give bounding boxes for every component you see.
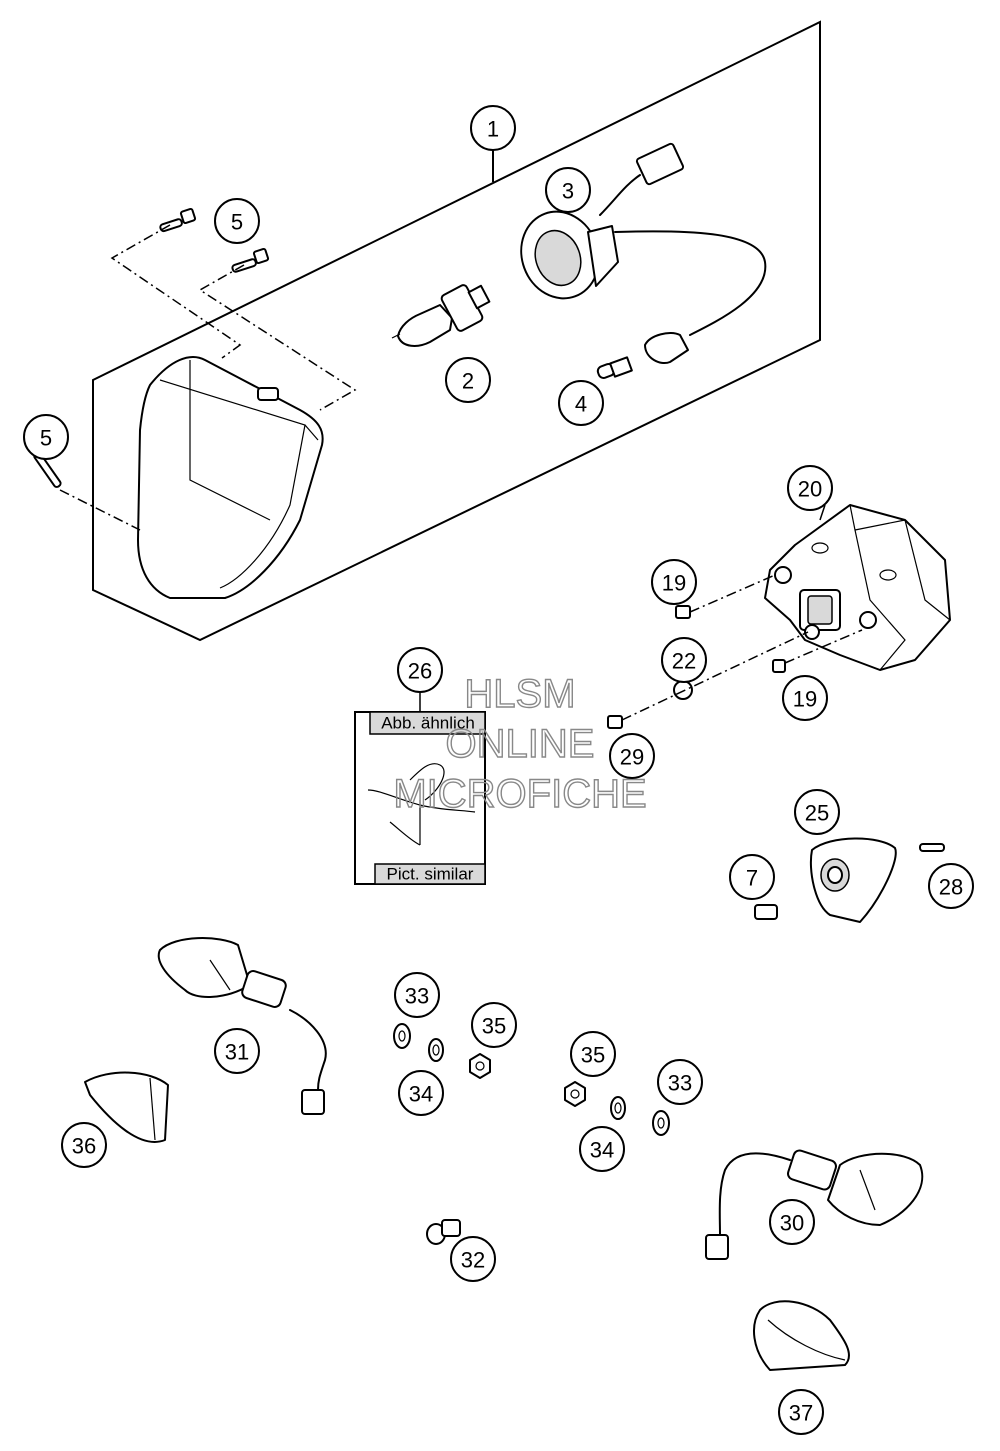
callout-33-right: 33	[657, 1059, 703, 1105]
svg-text:7: 7	[746, 866, 758, 891]
callout-5-upper: 5	[214, 198, 260, 244]
indicator-right	[705, 1149, 924, 1260]
indicator-lens-left	[84, 1071, 169, 1143]
watermark-line-2: ONLINE	[446, 722, 595, 766]
bolt-leader-lines	[59, 224, 357, 531]
callout-5-lower: 5	[23, 414, 69, 460]
callout-35-right: 35	[570, 1031, 616, 1077]
callout-20: 20	[787, 465, 833, 511]
watermark-line-3: MICROFICHE	[393, 772, 646, 816]
svg-text:34: 34	[590, 1138, 614, 1163]
callout-2: 2	[445, 357, 491, 403]
callout-34-right: 34	[579, 1126, 625, 1172]
svg-text:28: 28	[939, 875, 963, 900]
svg-text:37: 37	[789, 1401, 813, 1426]
svg-text:33: 33	[405, 984, 429, 1009]
callout-35-left: 35	[471, 1002, 517, 1048]
parking-bulb	[596, 356, 633, 379]
callout-37: 37	[778, 1389, 824, 1435]
callout-19-upper: 19	[651, 559, 697, 605]
callout-32: 32	[450, 1236, 496, 1282]
wiring-harness-inset	[354, 693, 486, 885]
svg-text:5: 5	[40, 426, 52, 451]
svg-text:2: 2	[462, 369, 474, 394]
lockwasher-34-right	[610, 1096, 626, 1120]
callout-7: 7	[729, 854, 775, 900]
callout-22: 22	[661, 637, 707, 683]
lockwasher-34-left	[428, 1038, 444, 1062]
svg-text:22: 22	[672, 649, 696, 674]
headlight-bulb	[391, 284, 491, 347]
callout-19-lower: 19	[782, 675, 828, 721]
nut-35-left	[469, 1053, 491, 1079]
callout-25: 25	[794, 789, 840, 835]
license-plate-light	[754, 837, 945, 923]
instrument-cluster	[764, 504, 951, 671]
svg-text:33: 33	[668, 1071, 692, 1096]
svg-text:26: 26	[408, 659, 432, 684]
headlight-housing	[137, 356, 324, 599]
washer-33-left	[393, 1023, 411, 1049]
callout-3: 3	[545, 167, 591, 213]
inset-label-top: Abb. ähnlich	[381, 714, 475, 733]
callout-leaders	[492, 150, 826, 521]
instrument-screws	[607, 574, 863, 729]
indicator-left	[157, 937, 327, 1115]
callout-30: 30	[769, 1199, 815, 1245]
watermark-line-1: HLSM	[464, 672, 575, 716]
svg-text:34: 34	[409, 1082, 433, 1107]
callout-28: 28	[928, 863, 974, 909]
bulb-32	[426, 1219, 461, 1245]
indicator-lens-right	[753, 1300, 850, 1371]
callout-34-left: 34	[398, 1070, 444, 1116]
svg-text:1: 1	[487, 117, 499, 142]
svg-text:35: 35	[482, 1014, 506, 1039]
bulb-socket	[520, 142, 767, 364]
svg-text:36: 36	[72, 1134, 96, 1159]
svg-text:30: 30	[780, 1211, 804, 1236]
svg-text:35: 35	[581, 1043, 605, 1068]
nut-35-right	[564, 1081, 586, 1107]
callout-29: 29	[609, 733, 655, 779]
inset-label-bottom: Pict. similar	[387, 865, 474, 884]
callout-26: 26	[397, 647, 443, 693]
svg-text:5: 5	[231, 210, 243, 235]
callout-31: 31	[214, 1028, 260, 1074]
svg-text:19: 19	[662, 571, 686, 596]
callout-36: 36	[61, 1122, 107, 1168]
svg-text:4: 4	[575, 392, 587, 417]
svg-text:3: 3	[562, 179, 574, 204]
svg-text:29: 29	[620, 745, 644, 770]
washer-33-right	[652, 1110, 670, 1136]
headlight-assembly-frame	[92, 20, 821, 642]
svg-text:20: 20	[798, 477, 822, 502]
callout-4: 4	[558, 380, 604, 426]
callout-33-left: 33	[394, 972, 440, 1018]
svg-text:32: 32	[461, 1248, 485, 1273]
callout-1: 1	[470, 105, 516, 151]
svg-text:19: 19	[793, 687, 817, 712]
svg-text:25: 25	[805, 801, 829, 826]
svg-text:31: 31	[225, 1040, 249, 1065]
watermark: HLSM ONLINE MICROFICHE	[393, 671, 648, 816]
